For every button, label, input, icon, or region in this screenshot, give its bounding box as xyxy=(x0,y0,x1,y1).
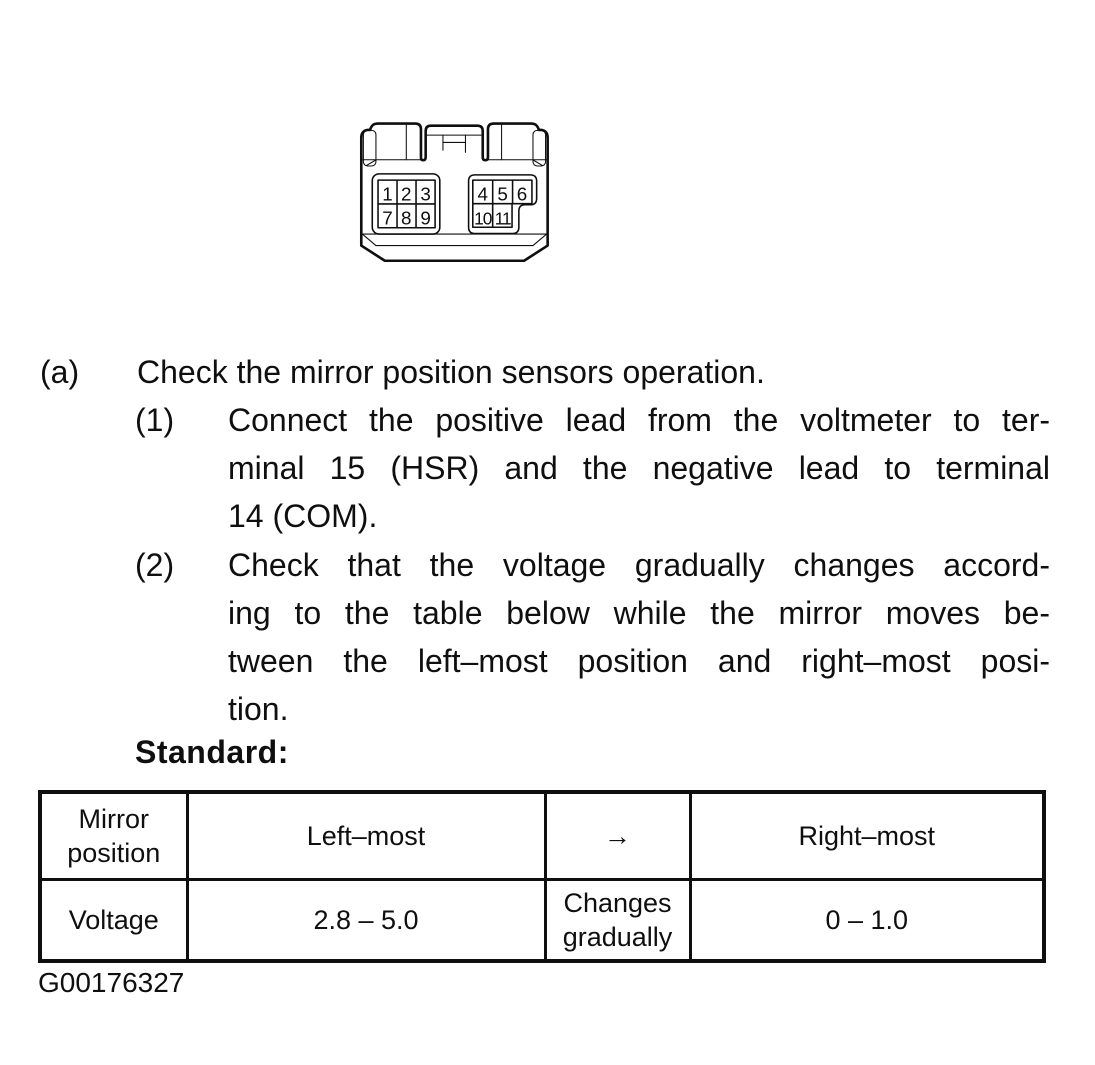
pin-number: 3 xyxy=(420,184,430,205)
text-line: tween the left–most position and right–m… xyxy=(228,643,1050,679)
text-line: Connect the positive lead from the voltm… xyxy=(228,402,1050,438)
table-cell-mirror-position: Mirror position xyxy=(38,790,189,881)
text-line: ing to the table below while the mirror … xyxy=(228,595,1050,631)
right-pin-block: 4 5 6 10 11 xyxy=(467,174,538,235)
connector-diagram: 1 2 3 7 8 9 4 5 6 10 11 xyxy=(359,122,549,263)
step-a-label: (a) xyxy=(40,354,80,390)
pin-number: 2 xyxy=(401,184,411,205)
left-lug xyxy=(362,129,377,167)
pin-number: 1 xyxy=(382,184,392,205)
pin-number: 4 xyxy=(477,184,487,205)
pin-number: 6 xyxy=(517,184,527,205)
table-cell-voltage-label: Voltage xyxy=(38,878,189,963)
pin-number: 9 xyxy=(420,208,430,229)
standard-table: Mirror position Left–most → Right–most V… xyxy=(38,790,1046,963)
sub-step-1-label: (1) xyxy=(135,402,175,438)
table-cell-voltage-changes: Changes gradually xyxy=(543,878,692,963)
latch-detail xyxy=(442,134,466,153)
sub-step-2-text: Check that the voltage gradually changes… xyxy=(228,541,1050,733)
table-cell-voltage-left: 2.8 – 5.0 xyxy=(185,878,547,963)
table-cell-voltage-right: 0 – 1.0 xyxy=(688,878,1046,963)
table-cell-arrow: → xyxy=(543,790,692,881)
pin-number: 7 xyxy=(382,208,392,229)
text-line: 14 (COM). xyxy=(228,498,378,534)
text-line: minal 15 (HSR) and the negative lead to … xyxy=(228,450,1050,486)
text-line: tion. xyxy=(228,691,289,727)
step-a-text: Check the mirror position sensors operat… xyxy=(137,354,765,390)
pin-number: 11 xyxy=(495,209,511,229)
sub-step-2-label: (2) xyxy=(135,547,175,583)
text-line: Check that the voltage gradually changes… xyxy=(228,547,1050,583)
sub-step-1-text: Connect the positive lead from the voltm… xyxy=(228,396,1050,540)
pin-number: 8 xyxy=(401,208,411,229)
standard-heading: Standard: xyxy=(135,734,289,770)
table-row: Mirror position Left–most → Right–most xyxy=(38,790,1046,881)
left-pin-block: 1 2 3 7 8 9 xyxy=(371,173,441,235)
figure-id: G00176327 xyxy=(38,967,185,998)
table-row: Voltage 2.8 – 5.0 Changes gradually 0 – … xyxy=(38,878,1046,963)
right-lug xyxy=(532,129,547,167)
table-cell-left-most: Left–most xyxy=(185,790,547,881)
table-cell-right-most: Right–most xyxy=(688,790,1046,881)
pin-number: 10 xyxy=(474,209,492,229)
pin-number: 5 xyxy=(497,184,507,205)
